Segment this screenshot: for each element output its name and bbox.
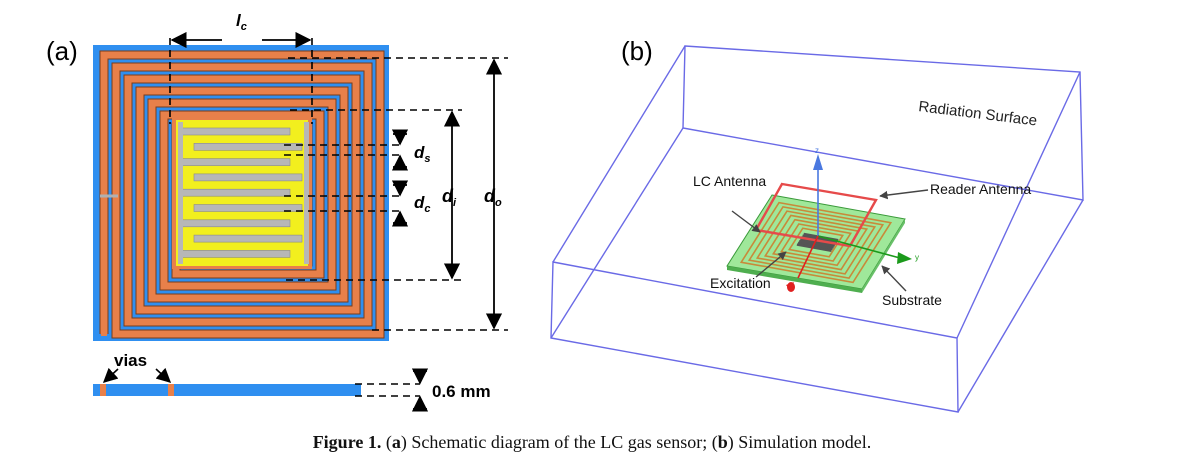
- reader-antenna-label: Reader Antenna: [930, 181, 1031, 197]
- electrode-finger: [181, 219, 291, 228]
- panel-b-label: (b): [621, 36, 653, 66]
- electrode-bus: [304, 122, 309, 264]
- radiation-surface-label: Radiation Surface: [918, 98, 1038, 129]
- sensor-model: z y: [726, 146, 919, 293]
- dim-di-label: di: [442, 186, 457, 209]
- lc-antenna-turn: [771, 218, 861, 267]
- panel-a-label: (a): [46, 36, 78, 66]
- radiation-box: [550, 45, 1084, 413]
- side-view: vias 0.6 mm: [93, 351, 491, 412]
- vias-label: vias: [114, 351, 147, 370]
- electrode-finger: [181, 127, 291, 136]
- electrode-finger: [181, 158, 291, 166]
- lc-antenna-turn: [755, 210, 877, 275]
- dim-lc-label: lc: [236, 11, 247, 33]
- svg-text:y: y: [915, 253, 919, 262]
- dim-do-label: do: [484, 186, 502, 209]
- svg-text:z: z: [815, 146, 819, 155]
- iso-electrode-finger: [798, 239, 834, 249]
- iso-electrode-finger: [797, 241, 833, 251]
- thickness-label: 0.6 mm: [432, 382, 491, 401]
- lc-antenna-turn: [763, 214, 869, 271]
- substrate-label: Substrate: [882, 292, 942, 308]
- y-axis: [817, 235, 901, 259]
- electrode-finger: [193, 204, 303, 212]
- lc-antenna-label: LC Antenna: [693, 173, 766, 189]
- panel-b: (b) Radiation Surface z y: [550, 36, 1084, 413]
- electrode-finger: [181, 250, 291, 258]
- dim-ds-label: ds: [414, 143, 431, 165]
- figure-caption: Figure 1. (a) Schematic diagram of the L…: [312, 432, 872, 452]
- lc-antenna-turn: [747, 205, 885, 280]
- electrode-finger: [193, 143, 303, 151]
- iso-electrode-finger: [796, 243, 832, 253]
- reader-antenna-loop: [754, 182, 878, 248]
- iso-electrode-finger: [802, 234, 838, 244]
- lc-antenna-turn: [787, 227, 845, 258]
- dim-dc-label: dc: [414, 193, 431, 215]
- spiral-coil: [99, 50, 385, 339]
- via-right: [168, 384, 174, 396]
- electrode-finger: [181, 188, 291, 197]
- electrode-bus: [178, 122, 183, 264]
- iso-electrode-finger: [800, 238, 836, 247]
- panel-a: (a): [46, 11, 508, 412]
- interdigital-capacitor: [172, 117, 312, 269]
- lc-antenna-turn: [779, 223, 853, 262]
- caption-figure-label: Figure 1.: [312, 432, 382, 452]
- excitation-label: Excitation: [710, 275, 771, 291]
- side-substrate: [93, 384, 361, 396]
- via-left: [100, 384, 106, 396]
- dimension-guides: [169, 38, 508, 331]
- lc-antenna-turn: [739, 201, 893, 284]
- electrode-finger: [193, 234, 303, 243]
- electrode-finger: [193, 173, 303, 182]
